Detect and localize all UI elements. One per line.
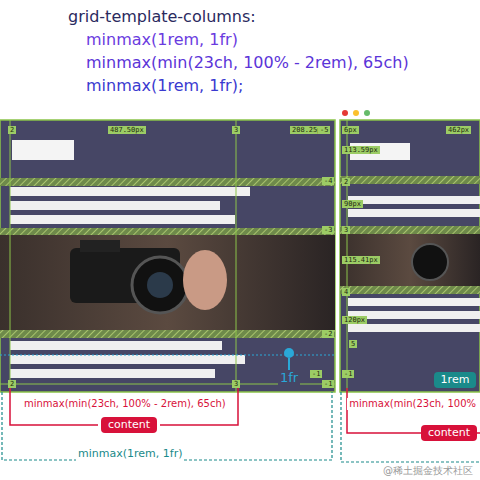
grid-line-tag: 3	[232, 126, 240, 134]
badge-text: content	[428, 426, 470, 439]
annotation: minmax(min(23ch, 100%	[347, 398, 478, 410]
grid-line-tag: 115.41px	[342, 256, 380, 264]
grid-line-tag: -5	[318, 126, 330, 134]
grid-line-tag: 113.59px	[342, 146, 380, 154]
grid-line-tag: 487.50px	[108, 126, 146, 134]
code-line: grid-template-columns:	[68, 8, 256, 26]
grid-line-tag: 4	[342, 288, 350, 296]
grid-line-tag: -1	[342, 370, 354, 378]
watermark: @稀土掘金技术社区	[383, 465, 473, 477]
grid-line-tag: 462px	[446, 126, 471, 134]
grid-line-tag: -2	[322, 330, 334, 338]
grid-line-tag: -1	[322, 380, 334, 388]
badge-text: content	[108, 418, 150, 431]
annotation: minmax(1rem, 1fr)	[76, 448, 184, 461]
code-line: minmax(1rem, 1fr)	[86, 31, 238, 49]
grid-line-tag: -4	[322, 177, 334, 185]
grid-line-tag: 120px	[342, 316, 367, 324]
grid-line-tag: 90px	[342, 200, 363, 208]
code-line: minmax(min(23ch, 100% - 2rem), 65ch)	[86, 54, 409, 72]
grid-line-tag: 5	[349, 340, 357, 348]
badge-text: 1rem	[441, 373, 470, 386]
grid-line-tag: -1	[310, 370, 322, 378]
grid-line-tag: 2	[8, 126, 16, 134]
grid-line-tag: 3	[342, 226, 350, 234]
annotation: minmax(min(23ch, 100% - 2rem), 65ch)	[22, 398, 228, 410]
grid-line-tag: 6px	[342, 126, 359, 134]
badge: content	[101, 417, 157, 433]
annotation: 1fr	[278, 371, 300, 386]
badge: 1rem	[434, 372, 477, 388]
grid-line-tag: -3	[322, 226, 334, 234]
grid-line-tag: 2	[8, 380, 16, 388]
badge: content	[421, 425, 477, 441]
code-line: minmax(1rem, 1fr);	[86, 77, 243, 95]
grid-line-tag: 2	[342, 178, 350, 186]
grid-line-tag: 3	[232, 380, 240, 388]
